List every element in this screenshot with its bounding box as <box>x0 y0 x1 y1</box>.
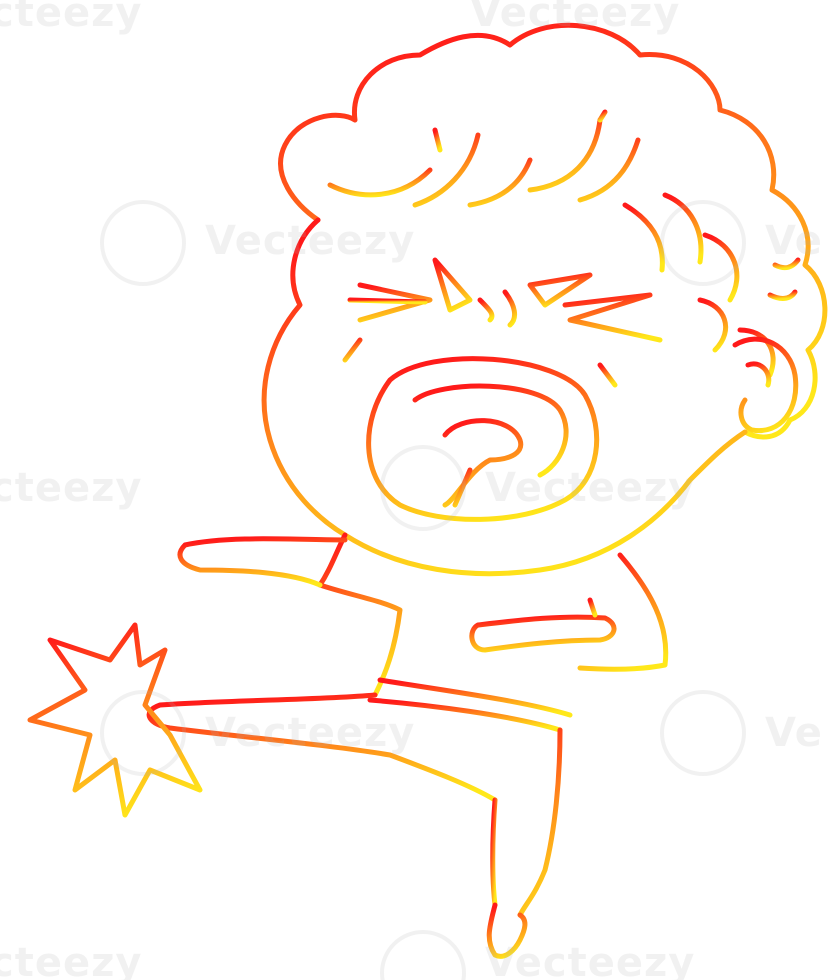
torso-outline <box>577 552 669 672</box>
nose-wrinkle <box>502 289 518 328</box>
extended-arm <box>177 536 348 588</box>
cheek-line <box>342 337 363 363</box>
hair-strand <box>597 109 608 123</box>
ear-outline <box>732 336 799 434</box>
hair-strand <box>662 192 704 265</box>
left-eye-lash <box>347 297 428 305</box>
standing-leg <box>517 727 563 918</box>
hair-strand <box>467 157 533 208</box>
impact-burst <box>27 622 203 818</box>
waist-band-lower <box>367 697 563 733</box>
hair-strand <box>772 257 801 271</box>
hair-strand <box>697 297 729 353</box>
hair-outline <box>278 22 828 440</box>
mouth-outer <box>366 356 600 522</box>
left-brow <box>432 257 473 313</box>
cheek-line <box>597 362 618 388</box>
hair-strand <box>432 127 443 153</box>
folded-arm <box>469 614 617 653</box>
hair-strand <box>412 132 481 208</box>
tongue <box>442 418 524 508</box>
kicking-leg <box>146 692 498 803</box>
right-eye <box>562 292 663 343</box>
left-eye <box>357 282 433 323</box>
standing-leg-inner <box>490 797 498 908</box>
hair-strand <box>702 232 740 303</box>
shirt-fold <box>587 597 598 618</box>
hair-strand <box>577 137 641 203</box>
right-brow <box>527 272 593 308</box>
mouth-crease <box>452 467 473 508</box>
hair-strand <box>622 202 665 273</box>
mouth-inner <box>412 383 569 478</box>
waist-band <box>377 677 573 718</box>
hair-strand <box>767 289 798 301</box>
body-front <box>317 532 403 698</box>
face-outline <box>261 217 748 577</box>
standing-foot <box>486 902 528 959</box>
hair-strand <box>527 117 603 193</box>
ear-inner <box>745 361 772 388</box>
hair-strand <box>327 167 433 198</box>
nose-wrinkle <box>477 297 495 323</box>
